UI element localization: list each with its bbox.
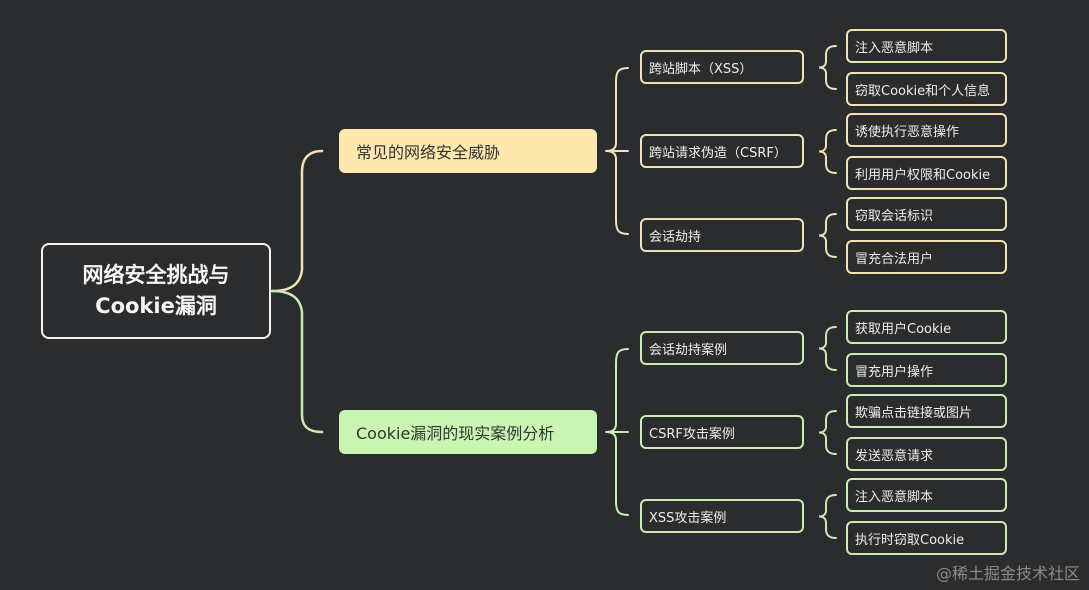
leaf-label: 诱使执行恶意操作	[855, 124, 960, 140]
leaf-inject-script: 注入恶意脚本	[846, 29, 1007, 63]
subtopic-csrf-case: CSRF攻击案例	[640, 415, 804, 449]
leaf-impersonate-operation: 冒充用户操作	[846, 353, 1007, 387]
connector-root-branch-1	[270, 149, 324, 293]
branch-network-threats: 常见的网络安全威胁	[339, 129, 597, 173]
subtopic-session-hijack-case: 会话劫持案例	[640, 331, 804, 365]
root-node: 网络安全挑战与 Cookie漏洞	[41, 243, 271, 339]
leaf-steal-cookie-on-run: 执行时窃取Cookie	[846, 521, 1007, 555]
leaf-label: 欺骗点击链接或图片	[855, 405, 973, 421]
branch-cookie-cases: Cookie漏洞的现实案例分析	[339, 410, 597, 454]
subtopic-xss-case: XSS攻击案例	[640, 499, 804, 533]
leaf-label: 冒充合法用户	[855, 251, 934, 267]
brace-csrf	[818, 129, 837, 174]
leaf-steal-cookie-info: 窃取Cookie和个人信息	[846, 72, 1007, 106]
subtopic-label: 会话劫持案例	[649, 342, 728, 358]
leaf-induce-malicious-action: 诱使执行恶意操作	[846, 113, 1007, 147]
watermark: @稀土掘金技术社区	[935, 564, 1080, 583]
leaf-send-malicious-request: 发送恶意请求	[846, 437, 1007, 471]
leaf-label: 发送恶意请求	[855, 448, 934, 464]
subtopic-csrf: 跨站请求伪造（CSRF）	[640, 134, 804, 168]
leaf-inject-script-case: 注入恶意脚本	[846, 478, 1007, 512]
leaf-steal-session-id: 窃取会话标识	[846, 197, 1007, 231]
root-title: 网络安全挑战与 Cookie漏洞	[82, 263, 230, 318]
branch-label: Cookie漏洞的现实案例分析	[356, 424, 555, 443]
connector-root-branch-2	[270, 289, 324, 434]
leaf-impersonate-user: 冒充合法用户	[846, 240, 1007, 274]
subtopic-xss: 跨站脚本（XSS）	[640, 50, 804, 84]
leaf-trick-click: 欺骗点击链接或图片	[846, 394, 1007, 428]
brace-session-case	[818, 326, 837, 371]
subtopic-label: 会话劫持	[649, 229, 702, 245]
subtopic-label: XSS攻击案例	[649, 510, 727, 526]
brace-xss-case	[818, 494, 837, 539]
leaf-label: 获取用户Cookie	[855, 321, 952, 337]
leaf-get-user-cookie: 获取用户Cookie	[846, 310, 1007, 344]
brace-session	[818, 213, 837, 258]
brace-xss	[818, 45, 837, 90]
subtopic-label: 跨站请求伪造（CSRF）	[649, 145, 787, 161]
leaf-label: 注入恶意脚本	[855, 489, 934, 505]
subtopic-session-hijack: 会话劫持	[640, 218, 804, 252]
subtopic-label: CSRF攻击案例	[649, 426, 735, 442]
leaf-label: 注入恶意脚本	[855, 40, 934, 56]
leaf-label: 利用用户权限和Cookie	[855, 167, 991, 183]
leaf-label: 窃取会话标识	[855, 208, 934, 224]
leaf-label: 冒充用户操作	[855, 364, 934, 380]
subtopic-label: 跨站脚本（XSS）	[649, 61, 753, 77]
leaf-label: 窃取Cookie和个人信息	[855, 83, 991, 99]
leaf-use-user-permission: 利用用户权限和Cookie	[846, 156, 1007, 190]
leaf-label: 执行时窃取Cookie	[855, 532, 965, 548]
brace-csrf-case	[818, 410, 837, 455]
branch-label: 常见的网络安全威胁	[356, 143, 501, 162]
